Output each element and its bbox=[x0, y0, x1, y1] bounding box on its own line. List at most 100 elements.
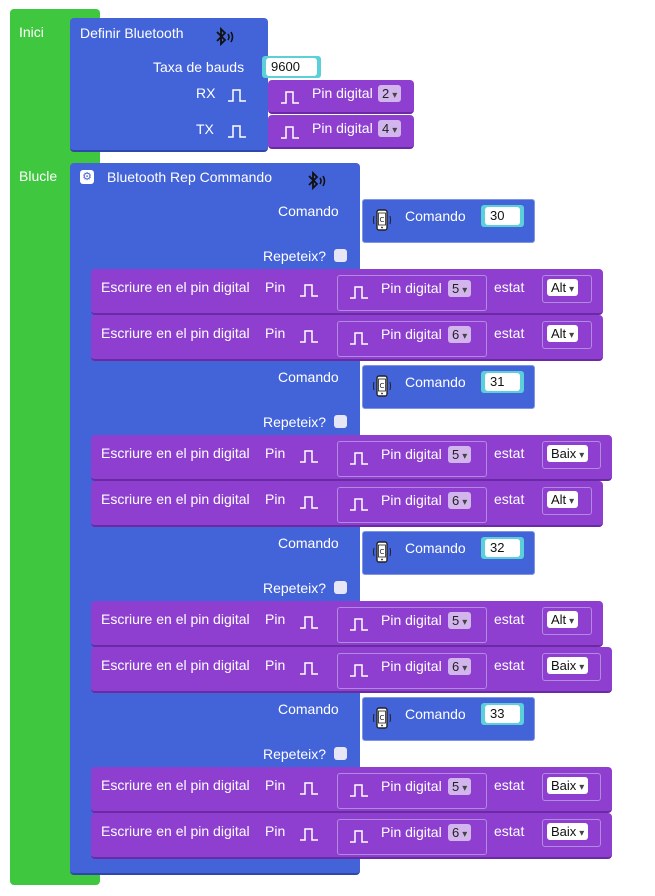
baud-rate-input[interactable]: 9600 bbox=[266, 58, 317, 76]
pin-number-dropdown[interactable]: 6 bbox=[448, 658, 472, 675]
repeat-label: Repeteix? bbox=[263, 580, 327, 596]
define-bluetooth-block[interactable] bbox=[70, 18, 268, 152]
svg-text:C: C bbox=[380, 714, 385, 722]
repeat-checkbox[interactable] bbox=[334, 415, 347, 428]
pulse-icon bbox=[299, 781, 319, 795]
pulse-icon bbox=[280, 125, 300, 139]
repeat-checkbox[interactable] bbox=[334, 581, 347, 594]
digital-write-label: Escriure en el pin digital bbox=[101, 279, 250, 295]
phone-command-icon: C bbox=[373, 374, 391, 398]
comando-number-block[interactable]: 31 bbox=[481, 371, 524, 393]
pin-word-label: Pin bbox=[265, 279, 286, 295]
digital-write-label: Escriure en el pin digital bbox=[101, 325, 250, 341]
pulse-icon bbox=[349, 829, 369, 843]
pin-number-dropdown[interactable]: 6 bbox=[448, 492, 472, 509]
state-dropdown[interactable]: Baix bbox=[547, 657, 589, 674]
comando-number-input[interactable]: 32 bbox=[485, 539, 520, 557]
pulse-icon bbox=[299, 449, 319, 463]
comando-block-label: Comando bbox=[405, 208, 466, 224]
pulse-icon bbox=[280, 90, 300, 104]
estat-label: estat bbox=[494, 491, 525, 507]
pin-digital-label: Pin digital bbox=[381, 446, 442, 462]
repeat-checkbox[interactable] bbox=[334, 747, 347, 760]
define-bluetooth-title: Definir Bluetooth bbox=[80, 25, 184, 41]
estat-label: estat bbox=[494, 279, 525, 295]
comando-number-block[interactable]: 33 bbox=[481, 703, 524, 725]
pin-digital-label: Pin digital bbox=[381, 492, 442, 508]
pulse-icon bbox=[299, 615, 319, 629]
pulse-icon bbox=[349, 783, 369, 797]
digital-write-label: Escriure en el pin digital bbox=[101, 491, 250, 507]
repeat-label: Repeteix? bbox=[263, 248, 327, 264]
pin-number-dropdown[interactable]: 6 bbox=[448, 326, 472, 343]
digital-write-label: Escriure en el pin digital bbox=[101, 657, 250, 673]
comando-label: Comando bbox=[278, 369, 339, 385]
pulse-icon bbox=[299, 329, 319, 343]
digital-write-label: Escriure en el pin digital bbox=[101, 777, 250, 793]
estat-label: estat bbox=[494, 445, 525, 461]
state-dropdown[interactable]: Alt bbox=[547, 325, 579, 342]
comando-number-input[interactable]: 31 bbox=[485, 373, 520, 391]
comando-block-label: Comando bbox=[405, 706, 466, 722]
pin-digital-label: Pin digital bbox=[381, 612, 442, 628]
comando-label: Comando bbox=[278, 701, 339, 717]
comando-number-input[interactable]: 30 bbox=[485, 207, 520, 225]
pin-word-label: Pin bbox=[265, 657, 286, 673]
inici-label: Inici bbox=[19, 24, 44, 40]
phone-command-icon: C bbox=[373, 208, 391, 232]
comando-label: Comando bbox=[278, 535, 339, 551]
pin-number-dropdown[interactable]: 5 bbox=[448, 612, 472, 629]
estat-label: estat bbox=[494, 657, 525, 673]
comando-block-label: Comando bbox=[405, 540, 466, 556]
pin-word-label: Pin bbox=[265, 611, 286, 627]
comando-number-block[interactable]: 30 bbox=[481, 205, 524, 227]
pulse-icon bbox=[299, 283, 319, 297]
estat-label: estat bbox=[494, 823, 525, 839]
rep-commando-title: Bluetooth Rep Commando bbox=[107, 169, 272, 185]
pin-number-dropdown[interactable]: 5 bbox=[448, 446, 472, 463]
repeat-label: Repeteix? bbox=[263, 746, 327, 762]
digital-write-label: Escriure en el pin digital bbox=[101, 611, 250, 627]
pulse-icon bbox=[349, 331, 369, 345]
repeat-checkbox[interactable] bbox=[334, 249, 347, 262]
state-dropdown[interactable]: Alt bbox=[547, 611, 579, 628]
digital-write-label: Escriure en el pin digital bbox=[101, 445, 250, 461]
baud-rate-block[interactable]: 9600 bbox=[262, 56, 321, 78]
comando-block-label: Comando bbox=[405, 374, 466, 390]
rx-pin-dropdown[interactable]: 2 bbox=[378, 85, 402, 102]
pulse-icon bbox=[349, 663, 369, 677]
comando-number-input[interactable]: 33 bbox=[485, 705, 520, 723]
pulse-icon bbox=[349, 285, 369, 299]
pin-number-dropdown[interactable]: 5 bbox=[448, 778, 472, 795]
digital-write-label: Escriure en el pin digital bbox=[101, 823, 250, 839]
estat-label: estat bbox=[494, 777, 525, 793]
state-dropdown[interactable]: Alt bbox=[547, 279, 579, 296]
state-dropdown[interactable]: Baix bbox=[547, 777, 589, 794]
svg-text:C: C bbox=[380, 382, 385, 390]
tx-pin-dropdown[interactable]: 4 bbox=[378, 120, 402, 137]
comando-label: Comando bbox=[278, 203, 339, 219]
pulse-icon bbox=[349, 497, 369, 511]
repeat-label: Repeteix? bbox=[263, 414, 327, 430]
phone-command-icon: C bbox=[373, 540, 391, 564]
pulse-icon bbox=[299, 495, 319, 509]
baud-rate-label: Taxa de bauds bbox=[153, 59, 245, 75]
pin-number-dropdown[interactable]: 6 bbox=[448, 824, 472, 841]
state-dropdown[interactable]: Baix bbox=[547, 445, 589, 462]
pulse-icon bbox=[349, 617, 369, 631]
gear-icon[interactable]: ⚙ bbox=[80, 170, 94, 184]
pin-digital-label: Pin digital bbox=[381, 326, 442, 342]
pin-digital-label: Pin digital bbox=[381, 658, 442, 674]
pin-digital-label: Pin digital bbox=[381, 778, 442, 794]
pin-number-dropdown[interactable]: 5 bbox=[448, 280, 472, 297]
state-dropdown[interactable]: Alt bbox=[547, 491, 579, 508]
comando-number-block[interactable]: 32 bbox=[481, 537, 524, 559]
pin-word-label: Pin bbox=[265, 491, 286, 507]
pulse-icon bbox=[299, 827, 319, 841]
pin-word-label: Pin bbox=[265, 445, 286, 461]
pin-digital-label: Pin digital bbox=[381, 824, 442, 840]
state-dropdown[interactable]: Baix bbox=[547, 823, 589, 840]
svg-text:C: C bbox=[380, 216, 385, 224]
pin-word-label: Pin bbox=[265, 325, 286, 341]
phone-command-icon: C bbox=[373, 706, 391, 730]
